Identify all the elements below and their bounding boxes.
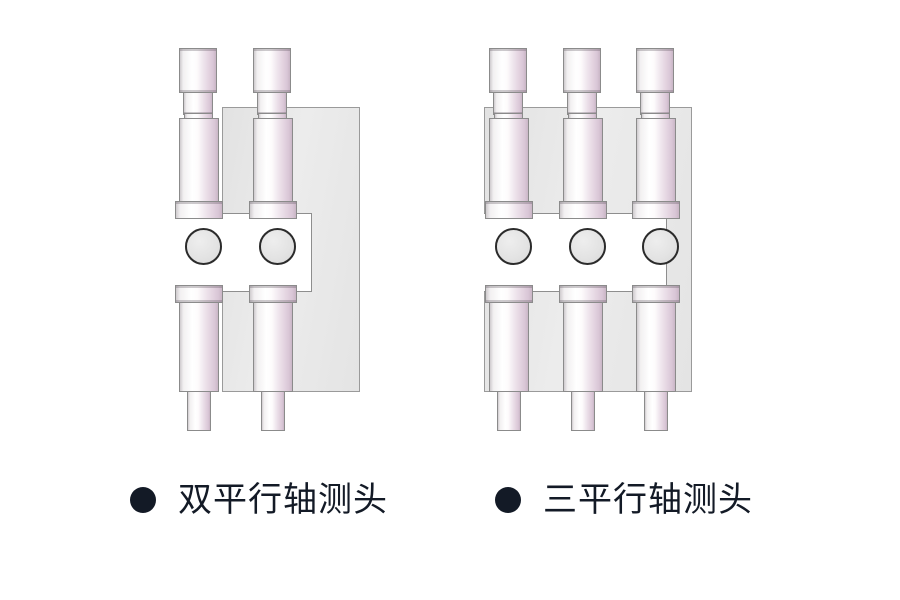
probe-flange <box>559 285 607 303</box>
probe-cap-collar <box>640 92 670 115</box>
probe-barrel <box>253 118 293 203</box>
probe-cap <box>489 48 527 93</box>
probe-disk <box>642 228 679 265</box>
probe-flange <box>175 201 223 219</box>
probe-tip <box>571 391 595 431</box>
probe-tip <box>644 391 668 431</box>
probe-barrel <box>253 302 293 392</box>
probe-cap <box>636 48 674 93</box>
caption-triple-parallel-axis: 三平行轴测头 <box>495 483 753 517</box>
filled-circle-icon <box>495 487 521 513</box>
probe-barrel <box>636 302 676 392</box>
caption-label: 双平行轴测头 <box>178 481 388 519</box>
probe-disk <box>569 228 606 265</box>
probe-cap-collar <box>493 92 523 115</box>
caption-dual-parallel-axis: 双平行轴测头 <box>130 483 388 517</box>
probe-flange <box>632 201 680 219</box>
probe-disk <box>259 228 296 265</box>
probe-cap <box>253 48 291 93</box>
probe-cap-collar <box>567 92 597 115</box>
probe-flange <box>485 201 533 219</box>
probe-cap <box>179 48 217 93</box>
probe-flange <box>249 201 297 219</box>
probe-tip <box>497 391 521 431</box>
probe-tip <box>261 391 285 431</box>
probe-barrel <box>179 302 219 392</box>
probe-barrel <box>179 118 219 203</box>
probe-barrel <box>563 118 603 203</box>
probe-flange <box>175 285 223 303</box>
probe-barrel <box>563 302 603 392</box>
probe-flange <box>249 285 297 303</box>
caption-label: 三平行轴测头 <box>543 481 753 519</box>
probe-barrel <box>489 118 529 203</box>
probe-cap-collar <box>183 92 213 115</box>
probe-disk <box>495 228 532 265</box>
probe-disk <box>185 228 222 265</box>
probe-tip <box>187 391 211 431</box>
probe-barrel <box>636 118 676 203</box>
probe-cap-collar <box>257 92 287 115</box>
filled-circle-icon <box>130 487 156 513</box>
probe-cap <box>563 48 601 93</box>
probe-flange <box>559 201 607 219</box>
probe-barrel <box>489 302 529 392</box>
probe-flange <box>632 285 680 303</box>
probe-flange <box>485 285 533 303</box>
